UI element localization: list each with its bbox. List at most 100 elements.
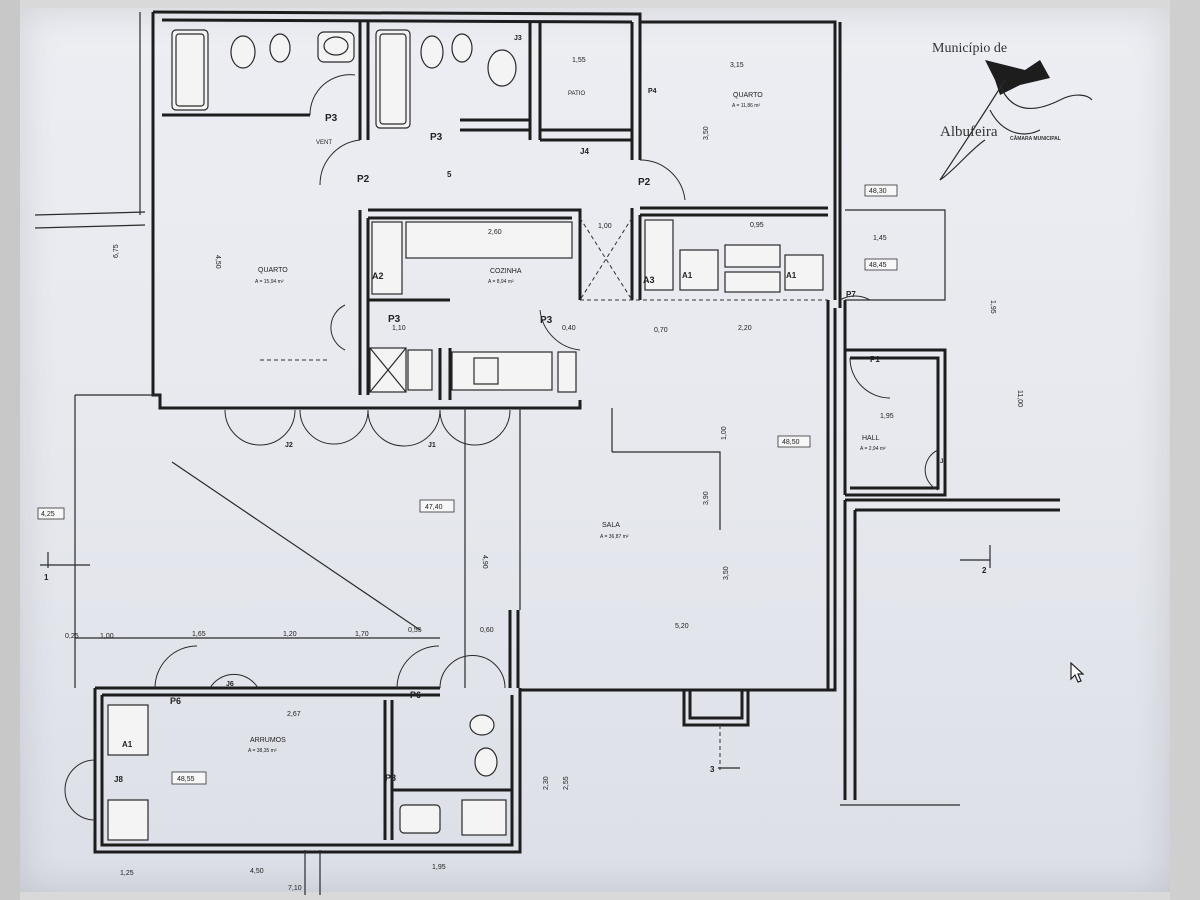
monitor-bezel-left xyxy=(0,0,20,900)
dim-18: 0,60 xyxy=(480,627,494,634)
level-tag-2: 48,45 xyxy=(869,262,887,269)
label-j3: J3 xyxy=(514,35,522,42)
dim-29: 4,90 xyxy=(481,555,488,569)
label-p3a: P3 xyxy=(325,113,338,124)
level-tag-7: 4,25 xyxy=(41,511,55,518)
section-marker-3: 3 xyxy=(710,765,715,774)
label-p3b: P3 xyxy=(430,132,443,143)
label-a2: A2 xyxy=(372,271,384,281)
dimension-labels: 1,00 2,20 3,15 1,55 2,60 5,20 1,65 1,20 … xyxy=(65,57,1023,892)
dim-11: 4,50 xyxy=(250,868,264,875)
construction-lines xyxy=(34,12,991,895)
room-hall-area: A = 2,94 m² xyxy=(860,446,886,452)
room-sala: SALA xyxy=(602,522,620,529)
label-j6: J6 xyxy=(226,681,234,688)
dim-4: 1,55 xyxy=(572,57,586,64)
label-p3d: P3 xyxy=(540,315,553,326)
section-marker-1: 1 xyxy=(44,573,49,582)
room-arrumos: ARRUMOS xyxy=(250,737,286,744)
dim-16b: 1,00 xyxy=(721,426,728,440)
dim-27: 11,00 xyxy=(1016,390,1023,407)
label-a1c: A1 xyxy=(786,271,797,280)
interior-walls xyxy=(162,22,1060,840)
exterior-walls xyxy=(93,10,842,854)
room-cozinha: COZINHA xyxy=(490,268,522,275)
label-p8: P8 xyxy=(385,773,396,783)
room-sala-area: A = 36,87 m² xyxy=(600,534,629,540)
mouse-cursor-icon xyxy=(1070,662,1085,683)
dim-25: 0,40 xyxy=(562,325,576,332)
label-p4: P4 xyxy=(648,88,657,95)
dim-17: 0,55 xyxy=(408,627,422,634)
section-marker-2: 2 xyxy=(982,566,987,575)
room-cozinha-area: A = 8,94 m² xyxy=(488,279,514,285)
label-a3: A3 xyxy=(643,275,655,285)
bathroom-fixtures xyxy=(171,29,517,836)
label-p2b: P2 xyxy=(638,177,651,188)
dim-8: 1,20 xyxy=(283,631,297,638)
municipality-stamp: Município de Albufeira CÂMARA MUNICIPAL xyxy=(932,41,1093,181)
room-hall: HALL xyxy=(862,435,880,442)
label-p6a: P6 xyxy=(170,696,181,706)
dim-13: 1,45 xyxy=(873,235,887,242)
dim-24: 1,95 xyxy=(880,413,894,420)
dim-32: 3,90 xyxy=(703,491,710,505)
stamp-line2: Albufeira xyxy=(940,124,998,140)
label-j4: J4 xyxy=(580,147,589,156)
dim-9: 1,70 xyxy=(355,631,369,638)
label-j8: J8 xyxy=(114,775,123,784)
dim-33: 7,10 xyxy=(288,885,302,892)
screen-area xyxy=(20,8,1170,892)
dim-5: 2,60 xyxy=(488,229,502,236)
label-j1: J1 xyxy=(428,442,436,449)
dim-21: 0,70 xyxy=(654,327,668,334)
label-p2a: P2 xyxy=(357,174,370,185)
dim-15: 4,50 xyxy=(214,255,221,269)
stamp-emblem xyxy=(985,60,1050,95)
dim-10: 2,67 xyxy=(287,711,301,718)
kitchen-fixtures xyxy=(107,219,824,841)
level-tag-4: 47,40 xyxy=(425,504,443,511)
label-p6b: P6 xyxy=(410,690,421,700)
room-arrumos-area: A = 38,35 m² xyxy=(248,748,277,754)
room-quarto-right-area: A = 11,86 m² xyxy=(732,103,760,109)
section-marker-5: 5 xyxy=(447,170,452,179)
dim-19: 0,25 xyxy=(65,633,79,640)
element-labels: P2 P2 P3 P3 P3 P3 P4 P1 P6 P6 P7 P8 A1 A… xyxy=(44,35,987,784)
dim-12: 1,95 xyxy=(432,864,446,871)
label-j5: J5 xyxy=(940,459,947,465)
dim-16: 1,00 xyxy=(100,633,114,640)
room-labels: QUARTO A = 15,94 m² QUARTO A = 11,86 m² … xyxy=(248,91,886,754)
stamp-line3: CÂMARA MUNICIPAL xyxy=(1010,135,1061,142)
dim-2: 2,20 xyxy=(738,325,752,332)
level-tags: 48,30 48,45 48,50 47,40 48,55 4,25 xyxy=(37,184,898,785)
dim-23: 0,95 xyxy=(750,222,764,229)
dim-7: 1,65 xyxy=(192,631,206,638)
label-p7: P7 xyxy=(846,290,856,299)
dim-3: 3,15 xyxy=(730,62,744,69)
dim-20: 1,10 xyxy=(392,325,406,332)
room-quarto-left: QUARTO xyxy=(258,267,288,274)
level-tag-1: 48,30 xyxy=(869,188,887,195)
room-quarto-right: QUARTO xyxy=(733,92,763,99)
dim-24b: 1,95 xyxy=(989,300,996,314)
room-patio: PATIO xyxy=(568,91,585,97)
label-j2: J2 xyxy=(285,442,293,449)
dim-6: 5,20 xyxy=(675,623,689,630)
label-a1b: A1 xyxy=(682,271,693,280)
label-a1a: A1 xyxy=(122,740,133,749)
level-tag-3: 48,50 xyxy=(782,439,800,446)
dim-28: 6,75 xyxy=(113,244,120,258)
room-vent: VENT xyxy=(316,140,332,146)
door-swings xyxy=(64,74,939,821)
monitor-bezel-right xyxy=(1170,0,1200,900)
level-tag-5: 48,55 xyxy=(177,776,195,783)
dim-14: 3,50 xyxy=(703,126,710,140)
dim-1: 1,00 xyxy=(598,223,612,230)
label-p1: P1 xyxy=(870,355,880,364)
room-quarto-left-area: A = 15,94 m² xyxy=(255,279,284,285)
dim-31: 2,55 xyxy=(563,776,570,790)
stamp-line1: Município de xyxy=(932,41,1007,56)
dim-30: 2,30 xyxy=(543,776,550,790)
